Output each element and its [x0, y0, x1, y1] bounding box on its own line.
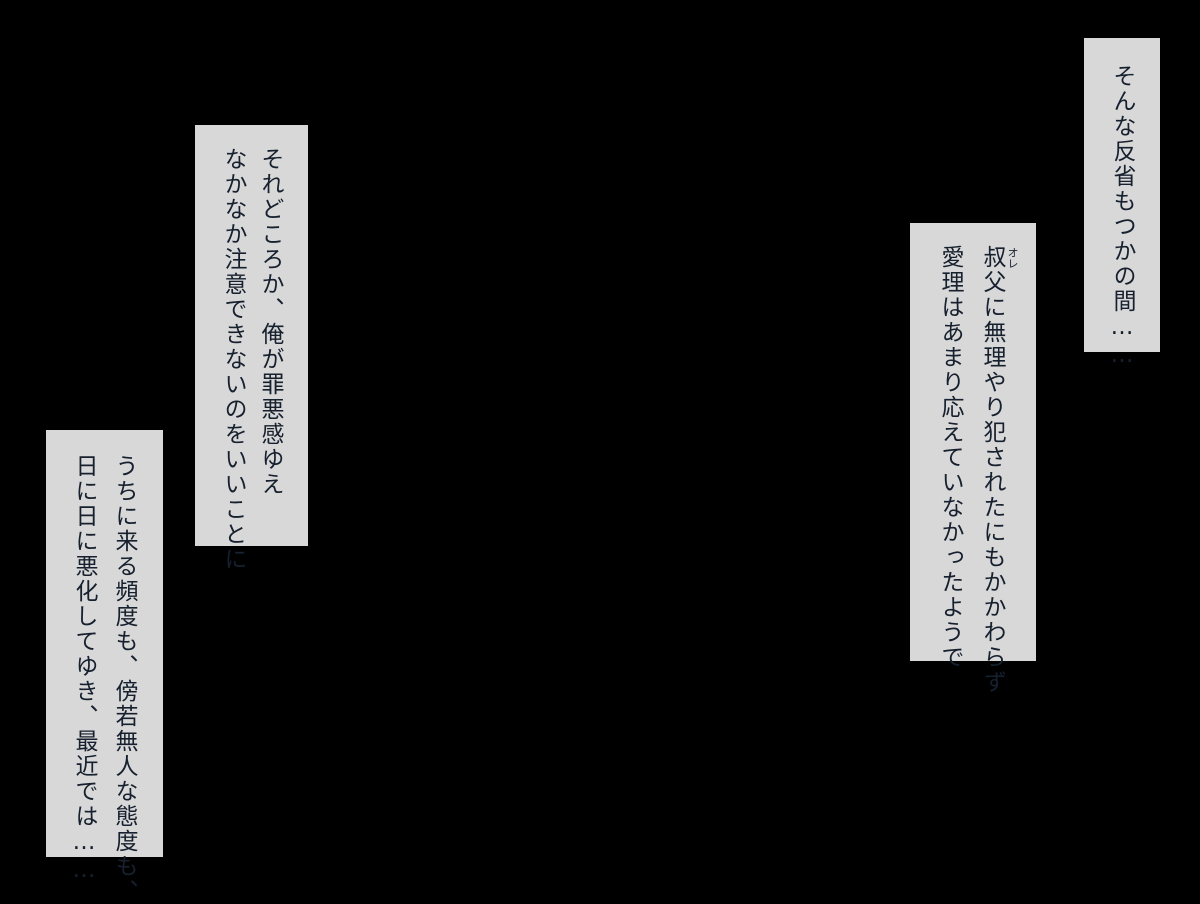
furigana-ruby: オレ — [1006, 247, 1019, 269]
narration-line: なかなか注意できないのをいいことに — [220, 147, 246, 572]
narration-box-4: うちに来る頻度も、傍若無人な態度も、 日に日に悪化してゆき、最近では…… — [46, 430, 163, 904]
narration-line: それどころか、俺が罪悪感ゆえ — [257, 147, 283, 497]
narration-box-1: そんな反省もつかの間…… — [1084, 38, 1160, 370]
narration-line: 愛理はあまり応えていなかったようで — [937, 245, 963, 670]
narration-line: 日に日に悪化してゆき、最近では…… — [71, 454, 97, 885]
narration-box-2: オレ 叔父に無理やり犯されたにもかかわらず 愛理はあまり応えていなかったようで — [910, 223, 1036, 695]
narration-line: 叔父に無理やり犯されたにもかかわらず — [979, 245, 1005, 695]
narration-box-3: それどころか、俺が罪悪感ゆえ なかなか注意できないのをいいことに — [195, 125, 308, 572]
narration-line: そんな反省もつかの間…… — [1109, 64, 1135, 370]
narration-line: うちに来る頻度も、傍若無人な態度も、 — [111, 454, 137, 904]
